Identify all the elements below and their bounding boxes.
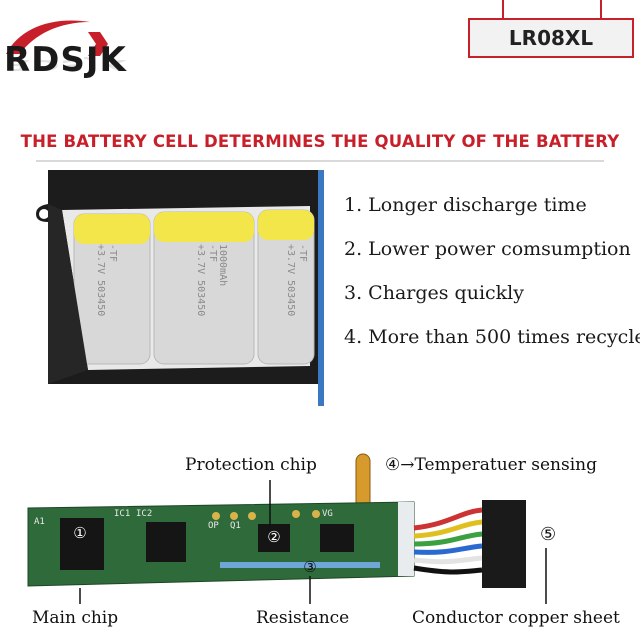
frame-edge — [318, 170, 324, 406]
silk-ic2: IC2 — [136, 509, 152, 519]
silk-vg: VG — [322, 509, 333, 519]
feature-item: 2. Lower power comsumption — [344, 238, 631, 260]
battery-cells — [73, 209, 315, 365]
label-protection-chip: Protection chip — [185, 455, 317, 475]
model-tick-left — [502, 0, 504, 18]
board-edge-plate — [398, 502, 414, 576]
label-temperature-sensing: ④→Temperatuer sensing — [385, 455, 597, 475]
marker-2: ② — [267, 528, 280, 546]
silk-ic1: IC1 — [114, 509, 130, 519]
conductor-connector — [482, 500, 526, 588]
pcb-diagram: IC1 IC2 OP Q1 VG A1 ① ② ③ — [20, 448, 640, 630]
feature-item: 4. More than 500 times recycle — [344, 326, 640, 348]
casing-wedge — [48, 204, 88, 384]
label-main-chip: Main chip — [32, 608, 119, 628]
headline: THE BATTERY CELL DETERMINES THE QUALITY … — [20, 132, 620, 151]
cell2-print-c: 1000mAh — [217, 244, 228, 286]
label-conductor-copper-sheet: Conductor copper sheet — [412, 608, 620, 628]
ic2-chip — [146, 522, 186, 562]
brand-name: RDSJK — [4, 40, 127, 80]
silk-q1: Q1 — [230, 521, 241, 531]
battery-illustration: -TF +3.7V 503450 -TF +3.7V 503450 1000mA… — [34, 170, 334, 410]
wire-bundle — [413, 507, 483, 575]
silk-a1: A1 — [34, 517, 45, 527]
feature-item: 1. Longer discharge time — [344, 194, 587, 216]
feature-list: 1. Longer discharge time 2. Lower power … — [344, 190, 640, 366]
brand-logo: RDSJK RDSJK — [0, 10, 190, 100]
cell3-print-a: -TF — [297, 244, 308, 262]
label-resistance: Resistance — [256, 608, 350, 628]
silk-op: OP — [208, 521, 219, 531]
cell1-print-a: -TF — [107, 244, 118, 262]
secondary-chip — [320, 524, 354, 552]
marker-5: ⑤ — [540, 524, 556, 545]
protection-chip — [258, 524, 290, 552]
main-chip — [60, 518, 104, 570]
cell1-print-b: +3.7V 503450 — [95, 244, 106, 316]
cell3-print-b: +3.7V 503450 — [285, 244, 296, 316]
marker-1: ① — [73, 524, 86, 542]
feature-item: 3. Charges quickly — [344, 282, 524, 304]
brand-reflection: RDSJK — [4, 56, 127, 74]
cell2-print-b: +3.7V 503450 — [195, 244, 206, 316]
model-tick-right — [600, 0, 602, 18]
marker-3: ③ — [303, 558, 316, 576]
headline-divider — [36, 160, 604, 162]
cell2-print-a: -TF — [207, 244, 218, 262]
logo-swoosh-icon — [6, 20, 108, 56]
mount-hole — [39, 209, 49, 219]
resistance-strip — [220, 562, 380, 568]
model-badge: LR08XL — [468, 18, 634, 58]
